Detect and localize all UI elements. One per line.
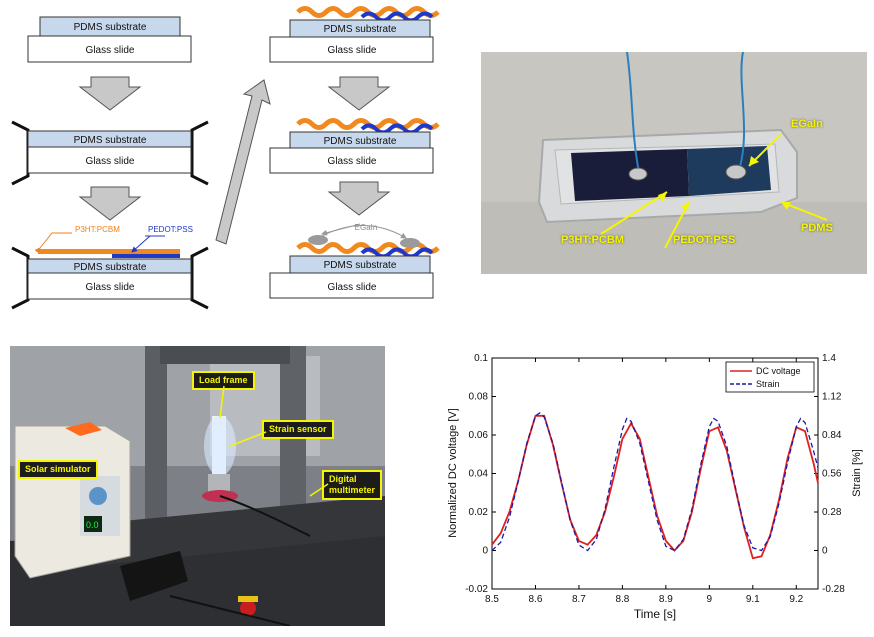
device-photo: EGaIn P3HT:PCBM PEDOT:PSS PDMS xyxy=(481,52,867,274)
tag-pointer-lines xyxy=(219,385,329,497)
glass-slide-label: Glass slide xyxy=(328,45,377,56)
x-tick-label: 9.1 xyxy=(746,594,760,605)
step3-stack: PDMS substrate Glass slide P3HT:PCBM PED… xyxy=(11,225,209,310)
legend-box xyxy=(725,361,815,393)
y2-tick-label: 0 xyxy=(822,546,828,557)
down-arrow-icon xyxy=(327,181,391,216)
down-arrow-icon xyxy=(78,76,142,111)
digital-multimeter-line1: Digital xyxy=(329,474,357,484)
y-tick-group: -0.02 0 0.02 0.04 0.06 0.08 0.1 xyxy=(465,353,496,595)
pdms-substrate-label: PDMS substrate xyxy=(324,24,397,35)
y-tick-label: 0 xyxy=(482,546,488,557)
y-tick-label: 0.08 xyxy=(469,392,489,403)
x-tick-label: 8.9 xyxy=(659,594,673,605)
setup-photo: 0.0 Load frame Strain sensor Solar simul… xyxy=(10,346,385,626)
x-tick-label: 8.7 xyxy=(572,594,586,605)
p3ht-pcbm-label: P3HT:PCBM xyxy=(75,225,120,234)
plot-area xyxy=(491,357,819,590)
x-tick-group: 8.5 8.6 8.7 8.8 8.9 9 9.1 9.2 xyxy=(485,358,804,605)
y-tick-label: 0.04 xyxy=(469,469,489,480)
y-tick-label: 0.1 xyxy=(474,353,488,364)
pdms-label: PDMS xyxy=(801,222,833,234)
glass-slide-label: Glass slide xyxy=(86,282,135,293)
glass-slide-label: Glass slide xyxy=(328,282,377,293)
step2-stack: PDMS substrate Glass slide xyxy=(11,120,209,186)
step4-stack: PDMS substrate Glass slide xyxy=(269,6,440,63)
y2-tick-label: 0.84 xyxy=(822,430,842,441)
pdms-substrate-label: PDMS substrate xyxy=(74,22,147,33)
x-tick-label: 9 xyxy=(707,594,713,605)
display-reading: 0.0 xyxy=(86,520,99,530)
solar-simulator-tag: Solar simulator xyxy=(18,460,98,479)
y2-tick-label: 0.28 xyxy=(822,507,842,518)
egain-label: EGaIn xyxy=(355,223,378,232)
pdms-substrate-label: PDMS substrate xyxy=(324,136,397,147)
legend-label-strain: Strain xyxy=(756,379,780,389)
x-tick-label: 8.8 xyxy=(615,594,629,605)
y-tick-label: 0.02 xyxy=(469,507,489,518)
pedot-pss-label: PEDOT:PSS xyxy=(148,225,193,234)
pdms-substrate-label: PDMS substrate xyxy=(74,262,147,273)
step1-stack: PDMS substrate Glass slide xyxy=(27,16,192,63)
y2-axis-label: Strain [%] xyxy=(851,449,863,497)
fabrication-diagram: PDMS substrate Glass slide PDMS substrat… xyxy=(11,6,440,310)
x-tick-label: 8.5 xyxy=(485,594,499,605)
y2-tick-label: 0.56 xyxy=(822,469,842,480)
x-tick-label: 8.6 xyxy=(529,594,543,605)
pdms-substrate-label: PDMS substrate xyxy=(324,260,397,271)
glass-slide-label: Glass slide xyxy=(328,156,377,167)
glass-slide-label: Glass slide xyxy=(86,45,135,56)
down-arrow-icon xyxy=(78,186,142,221)
y2-tick-group: -0.28 0 0.28 0.56 0.84 1.12 1.4 xyxy=(814,353,845,595)
pedot-pss-label: PEDOT:PSS xyxy=(673,234,736,246)
p3ht-pcbm-label: P3HT:PCBM xyxy=(561,234,624,246)
step6-stack: EGaIn PDMS substrate Glass slide xyxy=(269,223,440,299)
device-photo-illustration xyxy=(481,52,867,274)
strain-sensor-tag: Strain sensor xyxy=(262,420,334,439)
egain-label: EGaIn xyxy=(791,118,823,130)
y-axis-label: Normalized DC voltage [V] xyxy=(447,408,459,538)
voltage-strain-chart: 8.5 8.6 8.7 8.8 8.9 9 9.1 9.2 -0.02 0 0.02 0.04 0.0… xyxy=(447,353,863,621)
y2-tick-label: 1.4 xyxy=(822,353,836,364)
y-tick-label: 0.06 xyxy=(469,430,489,441)
y2-tick-label: -0.28 xyxy=(822,584,845,595)
series-line-strain xyxy=(491,412,819,552)
step5-stack: PDMS substrate Glass slide xyxy=(269,118,440,174)
digital-multimeter-line2: multimeter xyxy=(329,485,376,495)
series-group xyxy=(491,412,819,560)
up-arrow-icon xyxy=(215,79,271,245)
x-tick-label: 9.2 xyxy=(789,594,803,605)
x-axis-label: Time [s] xyxy=(634,607,676,621)
legend-label-dc-voltage: DC voltage xyxy=(756,366,801,376)
y-tick-label: -0.02 xyxy=(465,584,488,595)
pdms-substrate-label: PDMS substrate xyxy=(74,135,147,146)
glass-slide-label: Glass slide xyxy=(86,156,135,167)
digital-multimeter-tag: Digital multimeter xyxy=(322,470,383,500)
y2-tick-label: 1.12 xyxy=(822,392,842,403)
legend: DC voltage Strain xyxy=(725,361,815,393)
down-arrow-icon xyxy=(327,76,391,111)
